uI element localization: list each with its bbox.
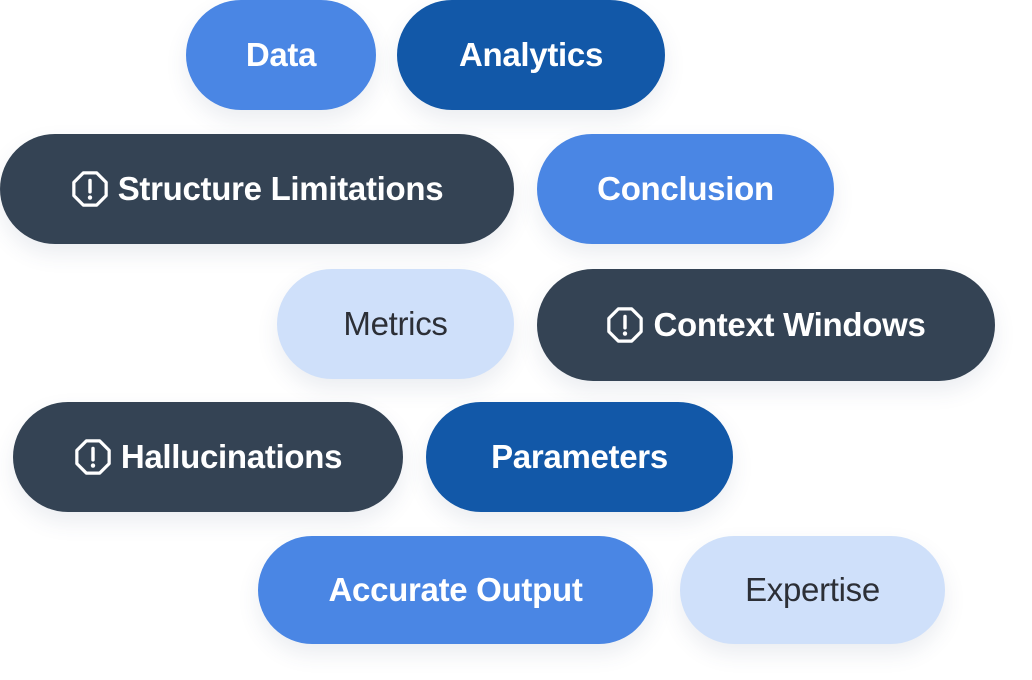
tag-pill-context-windows: Context Windows — [537, 269, 995, 381]
tag-pill-structure-limitations: Structure Limitations — [0, 134, 514, 244]
tag-pill-hallucinations: Hallucinations — [13, 402, 403, 512]
tag-pill-metrics: Metrics — [277, 269, 514, 379]
tag-label: Expertise — [745, 571, 880, 608]
tag-label: Structure Limitations — [117, 170, 444, 207]
exclamation-octagon-icon — [74, 438, 112, 476]
tag-label: Data — [245, 36, 317, 73]
exclamation-octagon-icon — [71, 170, 109, 208]
tag-label: Context Windows — [653, 306, 926, 343]
tag-pill-accurate-output: Accurate Output — [258, 536, 653, 644]
tag-label: Metrics — [343, 305, 448, 342]
tag-pill-data: Data — [186, 0, 376, 110]
tag-pill-parameters: Parameters — [426, 402, 733, 512]
tag-pill-analytics: Analytics — [397, 0, 665, 110]
tag-label: Hallucinations — [120, 438, 343, 475]
exclamation-octagon-icon — [606, 306, 644, 344]
tag-label: Analytics — [458, 36, 604, 73]
tag-label: Conclusion — [597, 170, 774, 207]
tag-pill-conclusion: Conclusion — [537, 134, 834, 244]
tag-label: Parameters — [491, 438, 668, 475]
tag-pill-expertise: Expertise — [680, 536, 945, 644]
tag-label: Accurate Output — [328, 571, 583, 608]
